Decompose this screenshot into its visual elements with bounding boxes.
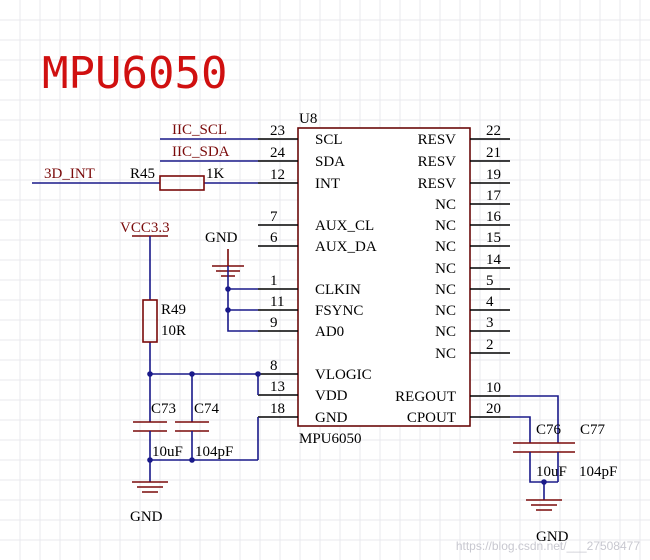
pin-name: VDD — [315, 388, 348, 404]
pin-number: 23 — [270, 123, 285, 139]
pin-name: AUX_DA — [315, 239, 377, 255]
pin-name: SCL — [315, 132, 343, 148]
r49-ref-label: R49 — [161, 302, 186, 318]
resistor-r49 — [142, 299, 158, 343]
junction-dot — [225, 286, 231, 292]
pin-name: FSYNC — [315, 303, 363, 319]
pin-number: 1 — [270, 273, 278, 289]
pin-number: 15 — [486, 230, 501, 246]
capacitors-c73-c74 — [133, 421, 209, 432]
junction-dot — [189, 457, 195, 463]
pin-name: NC — [435, 218, 456, 234]
chip-right-pins: 22RESV21RESV19RESV17NC16NC15NC14NC5NC4NC… — [395, 123, 510, 426]
pin-name: NC — [435, 346, 456, 362]
junction-dot — [255, 371, 261, 377]
net-label-vcc: VCC3.3 — [120, 220, 170, 236]
junction-dot — [541, 479, 547, 485]
c77-ref-label: C77 — [580, 422, 606, 438]
net-label-scl: IIC_SCL — [172, 122, 227, 138]
gnd-left-label: GND — [130, 509, 163, 525]
pin-number: 8 — [270, 358, 278, 374]
junction-dot — [147, 371, 153, 377]
pin-number: 22 — [486, 123, 501, 139]
chip-body — [297, 127, 471, 427]
pin-number: 9 — [270, 315, 278, 331]
pin-number: 16 — [486, 209, 502, 225]
resistor-r45 — [159, 175, 205, 191]
pin-number: 4 — [486, 294, 494, 310]
r49-value-label: 10R — [161, 323, 186, 339]
gnd-right-icon — [526, 499, 562, 511]
c74-value-label: 104pF — [195, 444, 233, 460]
c77-value-label: 104pF — [579, 464, 617, 480]
schematic-title: MPU6050 — [42, 48, 227, 99]
pin-number: 20 — [486, 401, 501, 417]
pin-name: AD0 — [315, 324, 344, 340]
pin-name: VLOGIC — [315, 367, 372, 383]
pin-name: SDA — [315, 154, 345, 170]
r45-ref-label: R45 — [130, 166, 155, 182]
pin-name: INT — [315, 176, 340, 192]
pin-number: 24 — [270, 145, 286, 161]
pin-number: 12 — [270, 167, 285, 183]
watermark: https://blog.csdn.net/___27508477 — [456, 539, 640, 553]
cap-right-ground-wires — [529, 452, 559, 500]
pin-number: 11 — [270, 294, 284, 310]
cap-ground-wires — [149, 417, 259, 461]
pin-number: 6 — [270, 230, 278, 246]
pin-number: 7 — [270, 209, 278, 225]
r45-value-label: 1K — [206, 166, 225, 182]
pin-number: 2 — [486, 337, 494, 353]
junction-dot — [189, 371, 195, 377]
gnd-left-icon — [132, 481, 168, 493]
c76-value-label: 10uF — [536, 464, 567, 480]
pin-name: RESV — [418, 132, 457, 148]
pin-name: NC — [435, 282, 456, 298]
pin-number: 3 — [486, 315, 494, 331]
pin-name: NC — [435, 197, 456, 213]
pin-name: NC — [435, 324, 456, 340]
pin-name: AUX_CL — [315, 218, 374, 234]
pin-number: 14 — [486, 252, 502, 268]
capacitors-c76-c77 — [513, 442, 575, 453]
pin-number: 17 — [486, 188, 502, 204]
pin-name: CLKIN — [315, 282, 361, 298]
net-label-int: 3D_INT — [44, 166, 95, 182]
gnd-top-label: GND — [205, 230, 238, 246]
c73-value-label: 10uF — [152, 444, 183, 460]
gnd-right-label: GND — [536, 529, 569, 545]
pin-name: RESV — [418, 176, 457, 192]
chip-part-label: MPU6050 — [299, 431, 362, 447]
pin-number: 10 — [486, 380, 501, 396]
net-label-sda: IIC_SDA — [172, 144, 230, 160]
pin-number: 13 — [270, 379, 285, 395]
pin-number: 18 — [270, 401, 285, 417]
pin-name: NC — [435, 239, 456, 255]
pin-number: 5 — [486, 273, 494, 289]
pin-number: 21 — [486, 145, 501, 161]
junction-dot — [225, 307, 231, 313]
c73-ref-label: C73 — [151, 401, 176, 417]
pin-name: REGOUT — [395, 389, 456, 405]
pin-name: GND — [315, 410, 348, 426]
chip-ref-label: U8 — [299, 111, 317, 127]
pin-name: NC — [435, 261, 456, 277]
pin-name: RESV — [418, 154, 457, 170]
c74-ref-label: C74 — [194, 401, 220, 417]
pin-number: 19 — [486, 167, 501, 183]
pin-name: NC — [435, 303, 456, 319]
c76-ref-label: C76 — [536, 422, 562, 438]
supply-rail-wires — [149, 373, 259, 422]
i2c-net-wires — [160, 138, 258, 162]
regout-cpout-wires — [510, 395, 559, 443]
pin-name: CPOUT — [407, 410, 456, 426]
